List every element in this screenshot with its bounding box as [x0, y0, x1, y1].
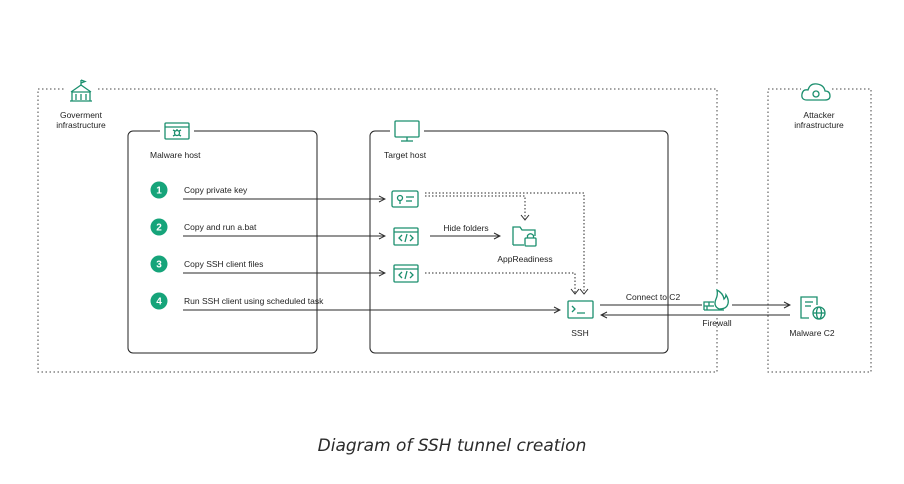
government-zone: [37, 88, 718, 373]
step-label: Copy SSH client files: [184, 259, 263, 269]
connect-c2-label: Connect to C2: [626, 292, 681, 302]
app-readiness-label: AppReadiness: [497, 254, 552, 264]
step-number: 2: [156, 223, 162, 234]
cloud-biohazard-icon: [801, 83, 831, 101]
government-building-icon: [70, 79, 92, 102]
dotted-key-to-ssh: [425, 192, 585, 293]
hide-folders-label: Hide folders: [443, 223, 488, 233]
dotted-files-to-ssh: [425, 272, 576, 293]
ssh-label: SSH: [571, 328, 588, 338]
malware-c2-label: Malware C2: [789, 328, 835, 338]
target-host-label: Target host: [384, 150, 427, 160]
step-badge: [150, 218, 168, 236]
step-number: 1: [156, 186, 162, 197]
firewall-icon: [703, 288, 729, 311]
malware-window-icon: [164, 122, 190, 140]
step-number: 4: [156, 297, 162, 308]
diagram-caption: Diagram of SSH tunnel creation: [317, 436, 587, 456]
malware-host-label: Malware host: [150, 150, 201, 160]
step-number: 3: [156, 260, 162, 271]
step-label: Copy and run a.bat: [184, 222, 257, 232]
step-badge: [150, 292, 168, 310]
monitor-icon: [394, 120, 420, 142]
step-label: Copy private key: [184, 185, 248, 195]
dotted-key-to-folder: [425, 195, 526, 219]
step-badge: [150, 181, 168, 199]
step-label: Run SSH client using scheduled task: [184, 296, 324, 306]
code-window-icon: [393, 264, 419, 283]
attacker-zone: [767, 88, 872, 373]
terminal-icon: [567, 300, 594, 319]
key-file-icon: [391, 190, 419, 208]
step-badge: [150, 255, 168, 273]
server-globe-icon: [800, 296, 826, 320]
locked-folder-icon: [512, 226, 537, 247]
firewall-label: Firewall: [702, 318, 731, 328]
target-host-box: [369, 130, 669, 354]
code-window-icon: [393, 227, 419, 246]
malware-host-box: [127, 130, 318, 354]
steps: 1 Copy private key 2 Copy and run a.bat 3 Cop…: [150, 181, 324, 310]
